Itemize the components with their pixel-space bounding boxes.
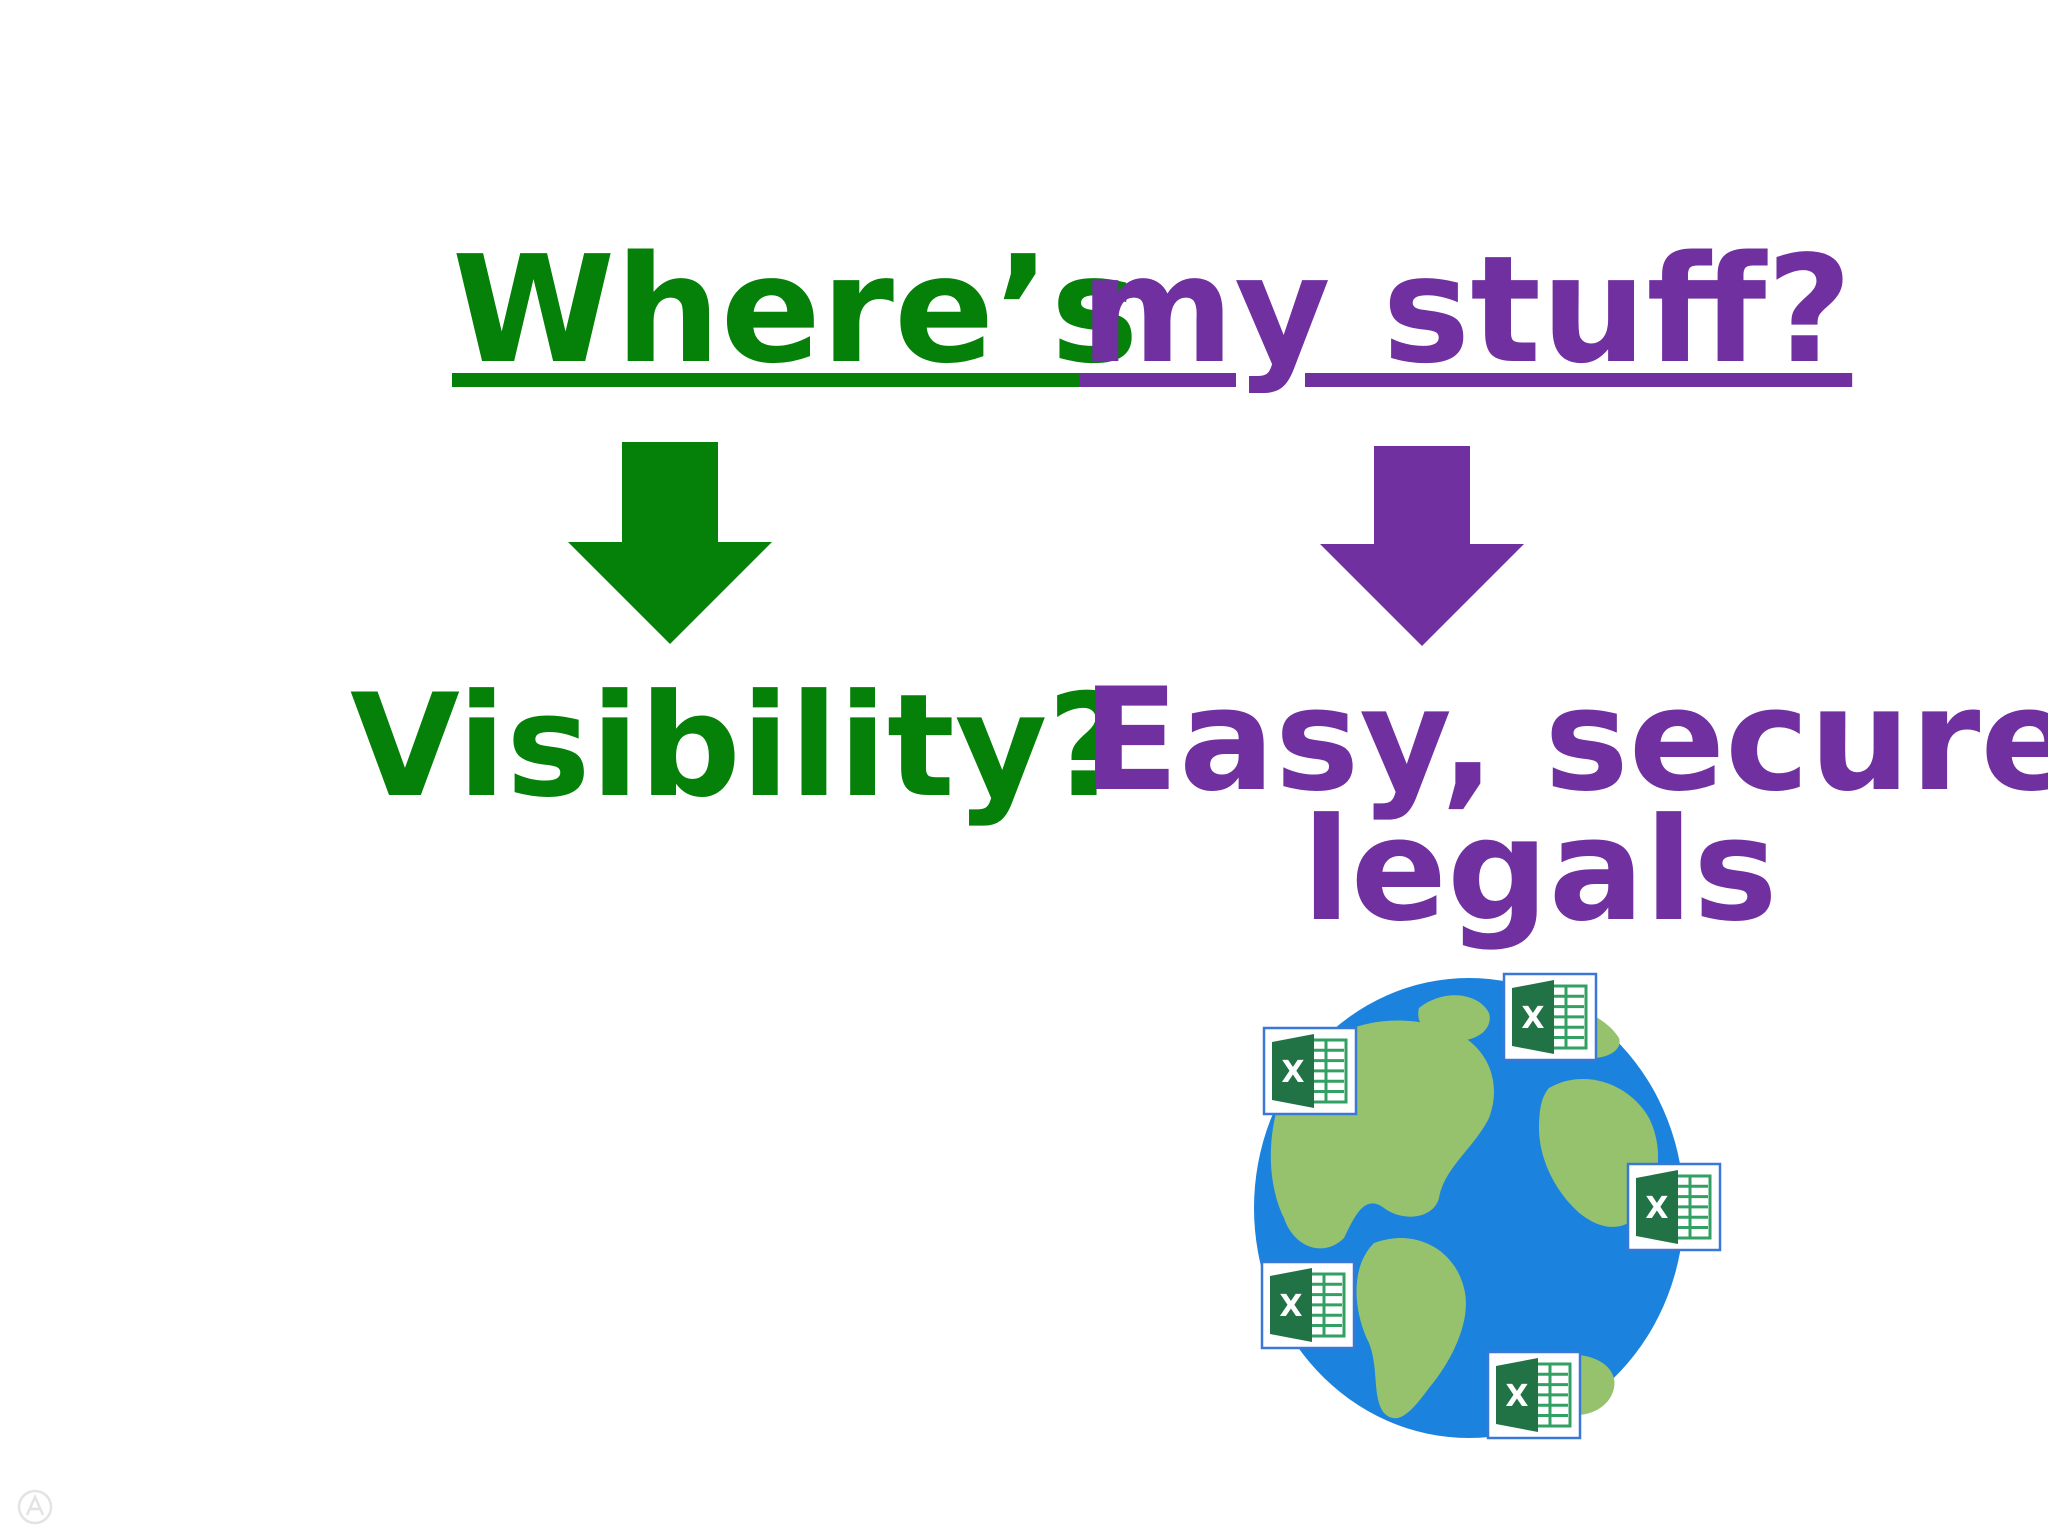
excel-file-letter: X: [1279, 1289, 1302, 1324]
title-where: Where’s: [452, 224, 1139, 396]
label-easy-secure: Easy, secure: [1082, 658, 2048, 823]
excel-file-icon: X: [1486, 1350, 1582, 1440]
excel-file-icon: X: [1502, 972, 1598, 1062]
excel-file-letter: X: [1521, 1001, 1544, 1036]
label-visibility: Visibility?: [350, 664, 1130, 829]
globe-illustration: X X X X X: [1254, 972, 1722, 1440]
excel-file-icon: X: [1626, 1162, 1722, 1252]
excel-file-letter: X: [1281, 1055, 1304, 1090]
label-legals: legals: [1302, 788, 1778, 953]
title-my-stuff: my stuff?: [1080, 224, 1853, 396]
excel-file-icon: X: [1262, 1026, 1358, 1116]
excel-file-letter: X: [1505, 1379, 1528, 1414]
excel-file-icon: X: [1260, 1260, 1356, 1350]
excel-file-letter: X: [1645, 1191, 1668, 1226]
logo-watermark-icon: [17, 1489, 53, 1525]
arrow-down-purple-icon: [1320, 446, 1524, 646]
arrow-down-green-icon: [568, 442, 772, 644]
